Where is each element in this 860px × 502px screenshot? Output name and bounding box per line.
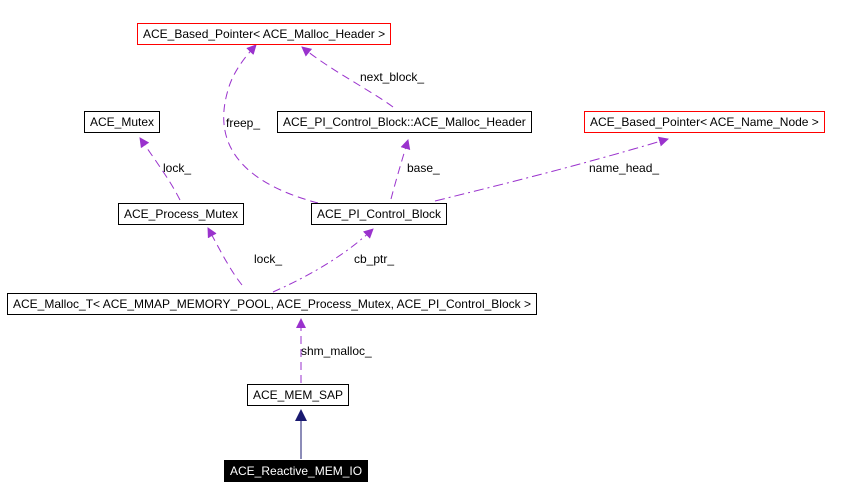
- edge-lock-process-mutex: [207, 227, 243, 286]
- node-ace-mutex[interactable]: ACE_Mutex: [84, 111, 161, 133]
- edge-base: [390, 139, 411, 200]
- edge-label-cb-ptr: cb_ptr_: [354, 252, 395, 266]
- node-based-pointer-name-node[interactable]: ACE_Based_Pointer< ACE_Name_Node >: [584, 111, 825, 133]
- edge-label-shm-malloc: shm_malloc_: [301, 344, 372, 358]
- node-ace-process-mutex[interactable]: ACE_Process_Mutex: [118, 203, 245, 225]
- edge-freep: [223, 44, 319, 204]
- edge-label-base: base_: [407, 161, 440, 175]
- node-ace-pi-control-block[interactable]: ACE_PI_Control_Block: [311, 203, 448, 225]
- node-ace-mem-sap[interactable]: ACE_MEM_SAP: [247, 384, 350, 406]
- edge-label-lock-process-mutex: lock_: [254, 252, 283, 266]
- node-based-pointer-malloc-header[interactable]: ACE_Based_Pointer< ACE_Malloc_Header >: [137, 23, 392, 45]
- edge-name-head: [434, 136, 669, 202]
- node-ace-reactive-mem-io[interactable]: ACE_Reactive_MEM_IO: [224, 460, 369, 482]
- edge-label-next-block: next_block_: [360, 70, 425, 84]
- edge-label-lock-mutex: lock_: [163, 161, 192, 175]
- edge-next-block: [301, 46, 394, 108]
- edge-label-freep: freep_: [226, 116, 261, 130]
- node-ace-malloc-t[interactable]: ACE_Malloc_T< ACE_MMAP_MEMORY_POOL, ACE_…: [7, 293, 537, 315]
- edge-lock-mutex: [139, 137, 181, 201]
- edge-label-name-head: name_head_: [589, 161, 660, 175]
- node-pi-control-block-malloc-header[interactable]: ACE_PI_Control_Block::ACE_Malloc_Header: [277, 111, 532, 133]
